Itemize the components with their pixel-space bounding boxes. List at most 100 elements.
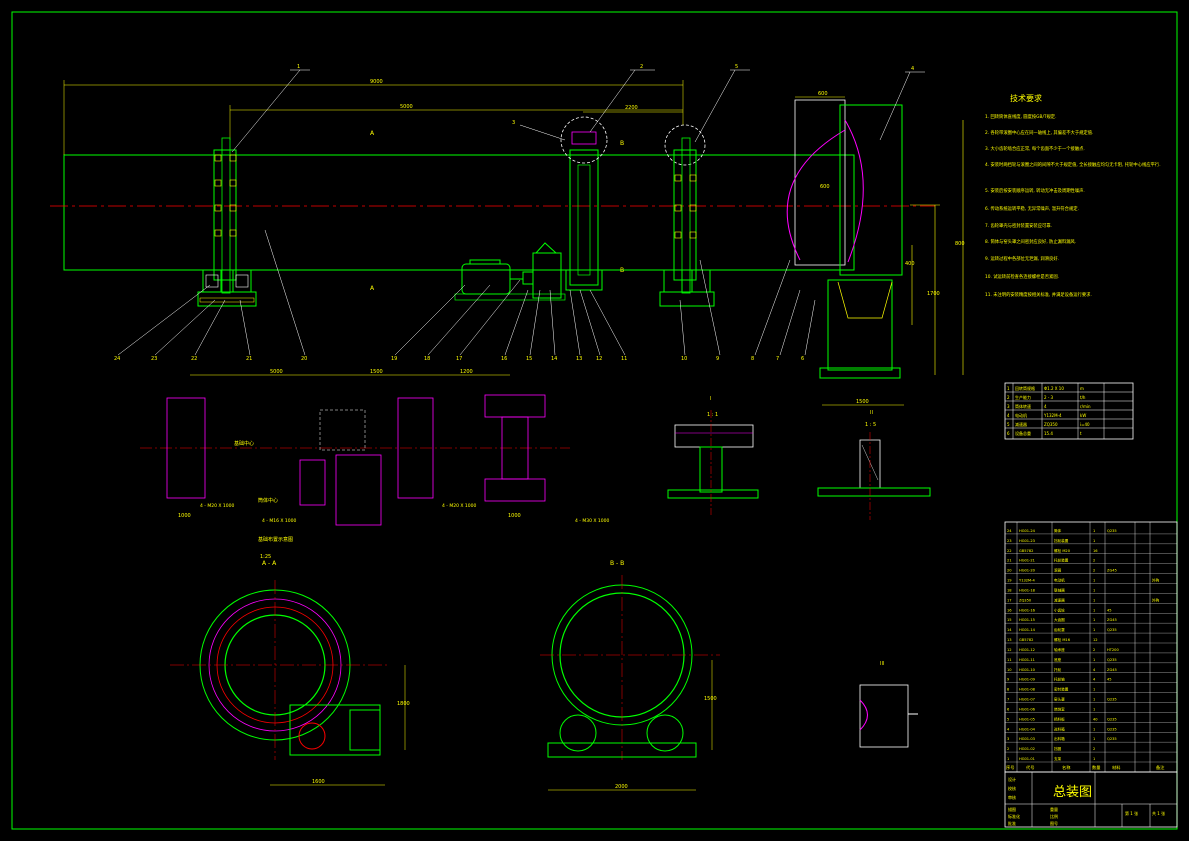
- section-aa-scale: 1:25: [260, 554, 271, 560]
- tech-req-item-7: 7. 齿轮罩壳与密封装置安装应可靠.: [985, 222, 1052, 229]
- gear-reducer: [532, 252, 562, 299]
- dim-foundation-total: 5000: [270, 369, 283, 375]
- anchor-bolt-note-left: 4 - M20 X 1000: [200, 503, 234, 509]
- tech-req-item-8: 8. 筒体与窑头罩之间密封应良好, 防止漏料漏风.: [985, 238, 1076, 245]
- param-row-4-value: Y132M-4: [1043, 413, 1062, 418]
- anchor-bolt-note-far-right: 4 - M30 X 1000: [575, 518, 609, 524]
- parts-row-cell: 1: [1093, 608, 1095, 612]
- parts-row-cell: 1: [1093, 529, 1095, 533]
- parts-row-cell: ZG45: [1107, 569, 1117, 573]
- parts-row-cell: 托轮装置: [1054, 558, 1069, 563]
- parts-row-cell: 7: [1007, 698, 1009, 702]
- tb-label-standard: 标准化: [1008, 813, 1020, 819]
- parts-row-cell: 6: [1007, 707, 1010, 711]
- dim-bb-height: 1500: [704, 696, 717, 702]
- technical-requirements: 技术要求 1. 回转筒体直线度, 圆度按GB/T规定. 2. 各轮带滚圈中心应在…: [985, 93, 1161, 298]
- label-foundation-center: 基础中心: [234, 440, 254, 447]
- parts-row-cell: Q235: [1107, 698, 1117, 702]
- parts-row-cell: 1: [1093, 598, 1095, 602]
- dim-hood-b: 1700: [927, 291, 940, 297]
- parts-row-cell: HT200: [1107, 648, 1119, 652]
- parts-row-cell: 出料箱: [1054, 736, 1065, 741]
- parts-row-cell: HG01-09: [1019, 678, 1036, 682]
- parts-row-cell: 1: [1093, 588, 1095, 592]
- parts-row-cell: 进料箱: [1054, 726, 1065, 731]
- section-bb-title: B - B: [610, 560, 624, 567]
- dim-hood-width: 600: [818, 91, 828, 97]
- dim-hood-a: 400: [905, 261, 915, 267]
- leader-label-10: 10: [681, 356, 687, 362]
- dim-foundation-right: 1200: [460, 369, 473, 375]
- parts-header-name: 名称: [1062, 764, 1070, 771]
- view-ii-title: II: [870, 410, 873, 416]
- parts-row-cell: 窑头罩: [1054, 697, 1065, 702]
- tb-label-review: 审核: [1008, 794, 1016, 800]
- title-block: 总装图 第 1 张 共 1 张 设计 校核 审核 描图 标准化 批准 重量 比例…: [1004, 771, 1178, 828]
- detail-iii-title: III: [880, 661, 884, 667]
- parts-row-cell: 外购: [1152, 597, 1160, 602]
- parts-row-cell: 10: [1007, 668, 1012, 672]
- parts-row-cell: HG01-05: [1019, 717, 1035, 721]
- tb-label-check: 校核: [1008, 785, 1016, 791]
- dim-height: 800: [955, 241, 965, 247]
- parameter-table: 1 回转筒规格 Φ1.2 X 10 m 2 生产能力 2 - 3 t/h 3 筒…: [1004, 382, 1134, 440]
- anchor-bolt-note-right: 4 - M20 X 1000: [442, 503, 476, 509]
- param-row-4-no: 4: [1007, 413, 1010, 418]
- parts-row-cell: 16: [1093, 549, 1098, 553]
- parts-row-cell: 外购: [1152, 578, 1160, 583]
- param-row-1-name: 回转筒规格: [1015, 385, 1035, 391]
- parts-header-code: 代号: [1026, 764, 1034, 771]
- anchor-bolt-note-mid: 4 - M16 X 1000: [262, 518, 296, 524]
- dim-pad-right-width: 1000: [508, 513, 521, 519]
- param-row-6-value: 15.4: [1044, 431, 1053, 436]
- leader-label-21: 21: [246, 356, 252, 362]
- leader-label-11: 11: [621, 356, 627, 362]
- param-row-3-no: 3: [1007, 404, 1010, 409]
- parts-row-cell: 2: [1093, 559, 1095, 563]
- parts-row-cell: 17: [1007, 598, 1012, 602]
- detail-circle-ii: [664, 124, 706, 166]
- parts-row-cell: HG01-12: [1019, 648, 1035, 652]
- balloon-5: 5: [735, 64, 738, 70]
- leader-label-13: 13: [576, 356, 582, 362]
- param-row-3-value: 4: [1044, 404, 1047, 409]
- parts-row-cell: HG01-08: [1019, 688, 1036, 692]
- parts-row-cell: 3: [1007, 737, 1009, 741]
- parts-row-cell: 40: [1093, 717, 1098, 721]
- balloon-3: 3: [512, 120, 515, 126]
- parts-row-cell: 滚圈: [1054, 568, 1062, 573]
- dim-pad-left-width: 1000: [178, 513, 191, 519]
- param-row-5-name: 减速器: [1015, 421, 1027, 427]
- param-row-5-no: 5: [1007, 422, 1010, 427]
- parts-row-cell: 底座: [1054, 657, 1062, 662]
- detail-circle-i: [560, 116, 608, 164]
- parts-row-cell: HG01-24: [1019, 529, 1036, 533]
- part-balloons: 1 2 3 4 5 A A B B: [231, 64, 925, 292]
- parts-row-cell: HG01-16: [1019, 608, 1036, 612]
- parts-row-cell: 联轴器: [1054, 587, 1065, 592]
- tech-req-title: 技术要求: [1010, 93, 1042, 103]
- dim-aa-width: 1600: [312, 779, 325, 785]
- parts-row-cell: HG01-06: [1019, 707, 1036, 711]
- leader-label-18: 18: [424, 356, 430, 362]
- parts-row-cell: 45: [1107, 678, 1112, 682]
- parts-row-cell: 14: [1007, 628, 1012, 632]
- dim-hood-inner: 600: [820, 184, 830, 190]
- parts-row-cell: 11: [1007, 658, 1012, 662]
- parts-row-cell: 4: [1007, 727, 1010, 731]
- leader-label-12: 12: [596, 356, 602, 362]
- parts-row-cell: HG01-14: [1019, 628, 1036, 632]
- parts-row-cell: 45: [1107, 608, 1112, 612]
- parts-row-cell: 1: [1093, 688, 1095, 692]
- drawing-title: 总装图: [1053, 785, 1092, 800]
- parts-row-cell: HG01-20: [1019, 569, 1036, 573]
- leader-label-16: 16: [501, 356, 507, 362]
- parts-header-remark: 备注: [1156, 764, 1165, 771]
- parts-row-cell: 1: [1093, 737, 1095, 741]
- parts-row-cell: HG01-07: [1019, 698, 1035, 702]
- parts-row-cell: Q235: [1107, 658, 1117, 662]
- tb-label-trace: 描图: [1008, 806, 1016, 812]
- foundation-layout-plan: 5000 1500 1200 基础中心 筒体中心 4 - M20 X 1000 …: [140, 369, 609, 543]
- parts-row-cell: 19: [1007, 579, 1012, 583]
- leader-label-14: 14: [551, 356, 557, 362]
